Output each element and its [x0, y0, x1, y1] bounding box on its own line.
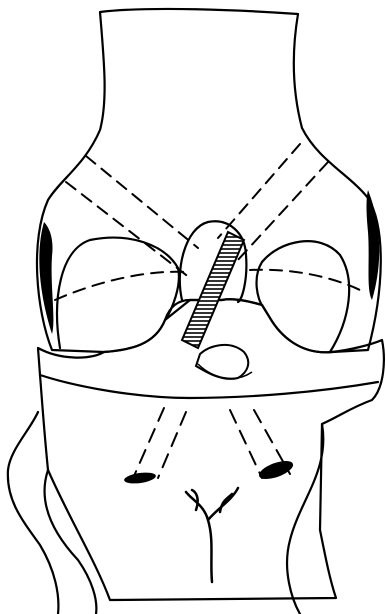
lateral-condyle-contour: [257, 241, 350, 352]
cruciate-ligament-graft: [182, 232, 244, 348]
fibula-inner: [45, 470, 97, 614]
tibial-shaft-edge: [287, 424, 323, 614]
tibial-tunnel-openings: [123, 457, 295, 485]
tibial-tuberosity: [186, 488, 238, 582]
ligament-remnant: [196, 345, 248, 379]
plateau-surface: [40, 375, 378, 398]
medial-condyle-contour: [57, 238, 179, 348]
fibula: [8, 412, 59, 614]
